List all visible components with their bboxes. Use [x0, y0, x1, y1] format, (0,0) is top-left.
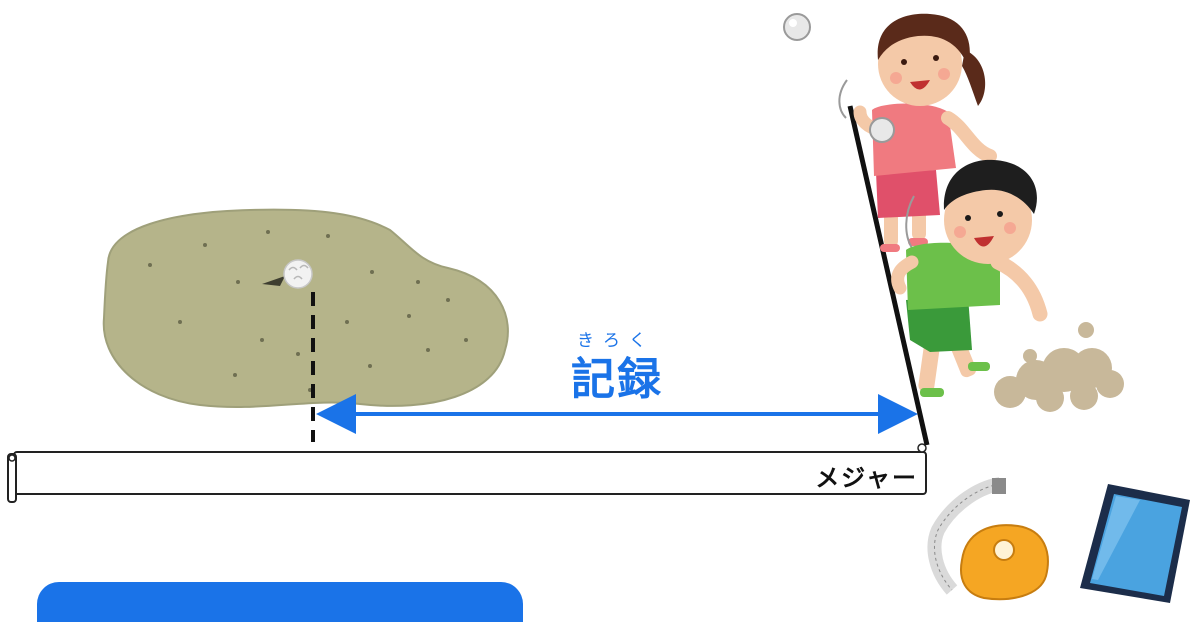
tablet-icon — [1080, 484, 1190, 603]
blue-info-panel — [37, 582, 523, 622]
throwing-record-scene — [7, 13, 1190, 603]
girl-figure — [853, 13, 997, 252]
children-throwing-icon — [853, 13, 1048, 397]
motion-arc — [838, 79, 848, 119]
dust-cloud-icon — [994, 322, 1124, 412]
furigana-label: きろく — [577, 331, 655, 351]
sand-pit-icon — [102, 208, 509, 408]
ball-in-hand-icon — [869, 117, 895, 143]
boy-figure — [891, 159, 1048, 397]
record-label: 記録 — [571, 354, 663, 405]
tape-measure-icon — [927, 477, 1049, 601]
measure-tape-strip — [7, 443, 927, 503]
throwing-line — [847, 105, 930, 446]
ball-icon — [783, 13, 811, 41]
motion-arc-boy — [905, 195, 915, 249]
landed-ball-icon — [283, 259, 313, 289]
measure-label: メジャー — [815, 464, 918, 492]
